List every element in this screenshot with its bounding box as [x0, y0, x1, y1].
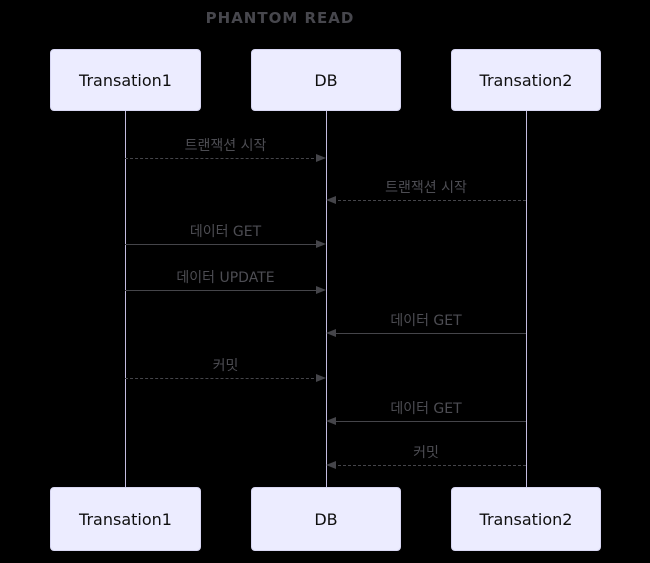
message-label: 데이터 GET	[390, 401, 462, 417]
actor-label: Transation2	[479, 509, 573, 529]
actor-box-bottom-transation1: Transation1	[50, 487, 201, 551]
lifeline-db	[326, 111, 327, 487]
message-line	[333, 200, 526, 201]
message-commit-2: 커밋	[326, 444, 526, 470]
actor-box-top-db: DB	[251, 49, 401, 111]
actor-label: Transation2	[479, 70, 573, 90]
message-label: 커밋	[212, 358, 239, 374]
arrowhead-left-icon	[326, 329, 336, 337]
lifeline-transation2	[526, 111, 527, 487]
arrowhead-right-icon	[316, 374, 326, 382]
message-commit-1: 커밋	[125, 357, 326, 383]
arrowhead-left-icon	[326, 196, 336, 204]
message-label: 트랜잭션 시작	[184, 138, 267, 154]
actor-box-top-transation2: Transation2	[451, 49, 601, 111]
actor-box-top-transation1: Transation1	[50, 49, 201, 111]
lifeline-transation1	[125, 111, 126, 487]
message-data-get-2: 데이터 GET	[326, 312, 526, 338]
actor-box-bottom-db: DB	[251, 487, 401, 551]
message-label: 데이터 UPDATE	[176, 270, 275, 286]
actor-label: DB	[314, 509, 338, 529]
message-label: 데이터 GET	[189, 224, 262, 240]
arrowhead-right-icon	[316, 286, 326, 294]
actor-label: Transation1	[79, 509, 172, 529]
message-data-get-1: 데이터 GET	[125, 223, 326, 249]
arrowhead-left-icon	[326, 461, 336, 469]
arrowhead-right-icon	[316, 154, 326, 162]
message-line	[333, 465, 526, 466]
message-label: 트랜잭션 시작	[385, 180, 467, 196]
message-line	[125, 244, 319, 245]
message-line	[333, 421, 526, 422]
message-label: 커밋	[413, 445, 439, 461]
actor-box-bottom-transation2: Transation2	[451, 487, 601, 551]
message-data-update: 데이터 UPDATE	[125, 269, 326, 295]
actor-label: DB	[314, 70, 338, 90]
actor-label: Transation1	[79, 70, 172, 90]
diagram-title: PHANTOM READ	[205, 9, 355, 27]
message-label: 데이터 GET	[390, 313, 462, 329]
message-transaction-start-2: 트랜잭션 시작	[326, 179, 526, 205]
message-data-get-3: 데이터 GET	[326, 400, 526, 426]
message-line	[125, 158, 319, 159]
arrowhead-left-icon	[326, 417, 336, 425]
arrowhead-right-icon	[316, 240, 326, 248]
message-line	[333, 333, 526, 334]
message-transaction-start-1: 트랜잭션 시작	[125, 137, 326, 163]
message-line	[125, 290, 319, 291]
message-line	[125, 378, 319, 379]
